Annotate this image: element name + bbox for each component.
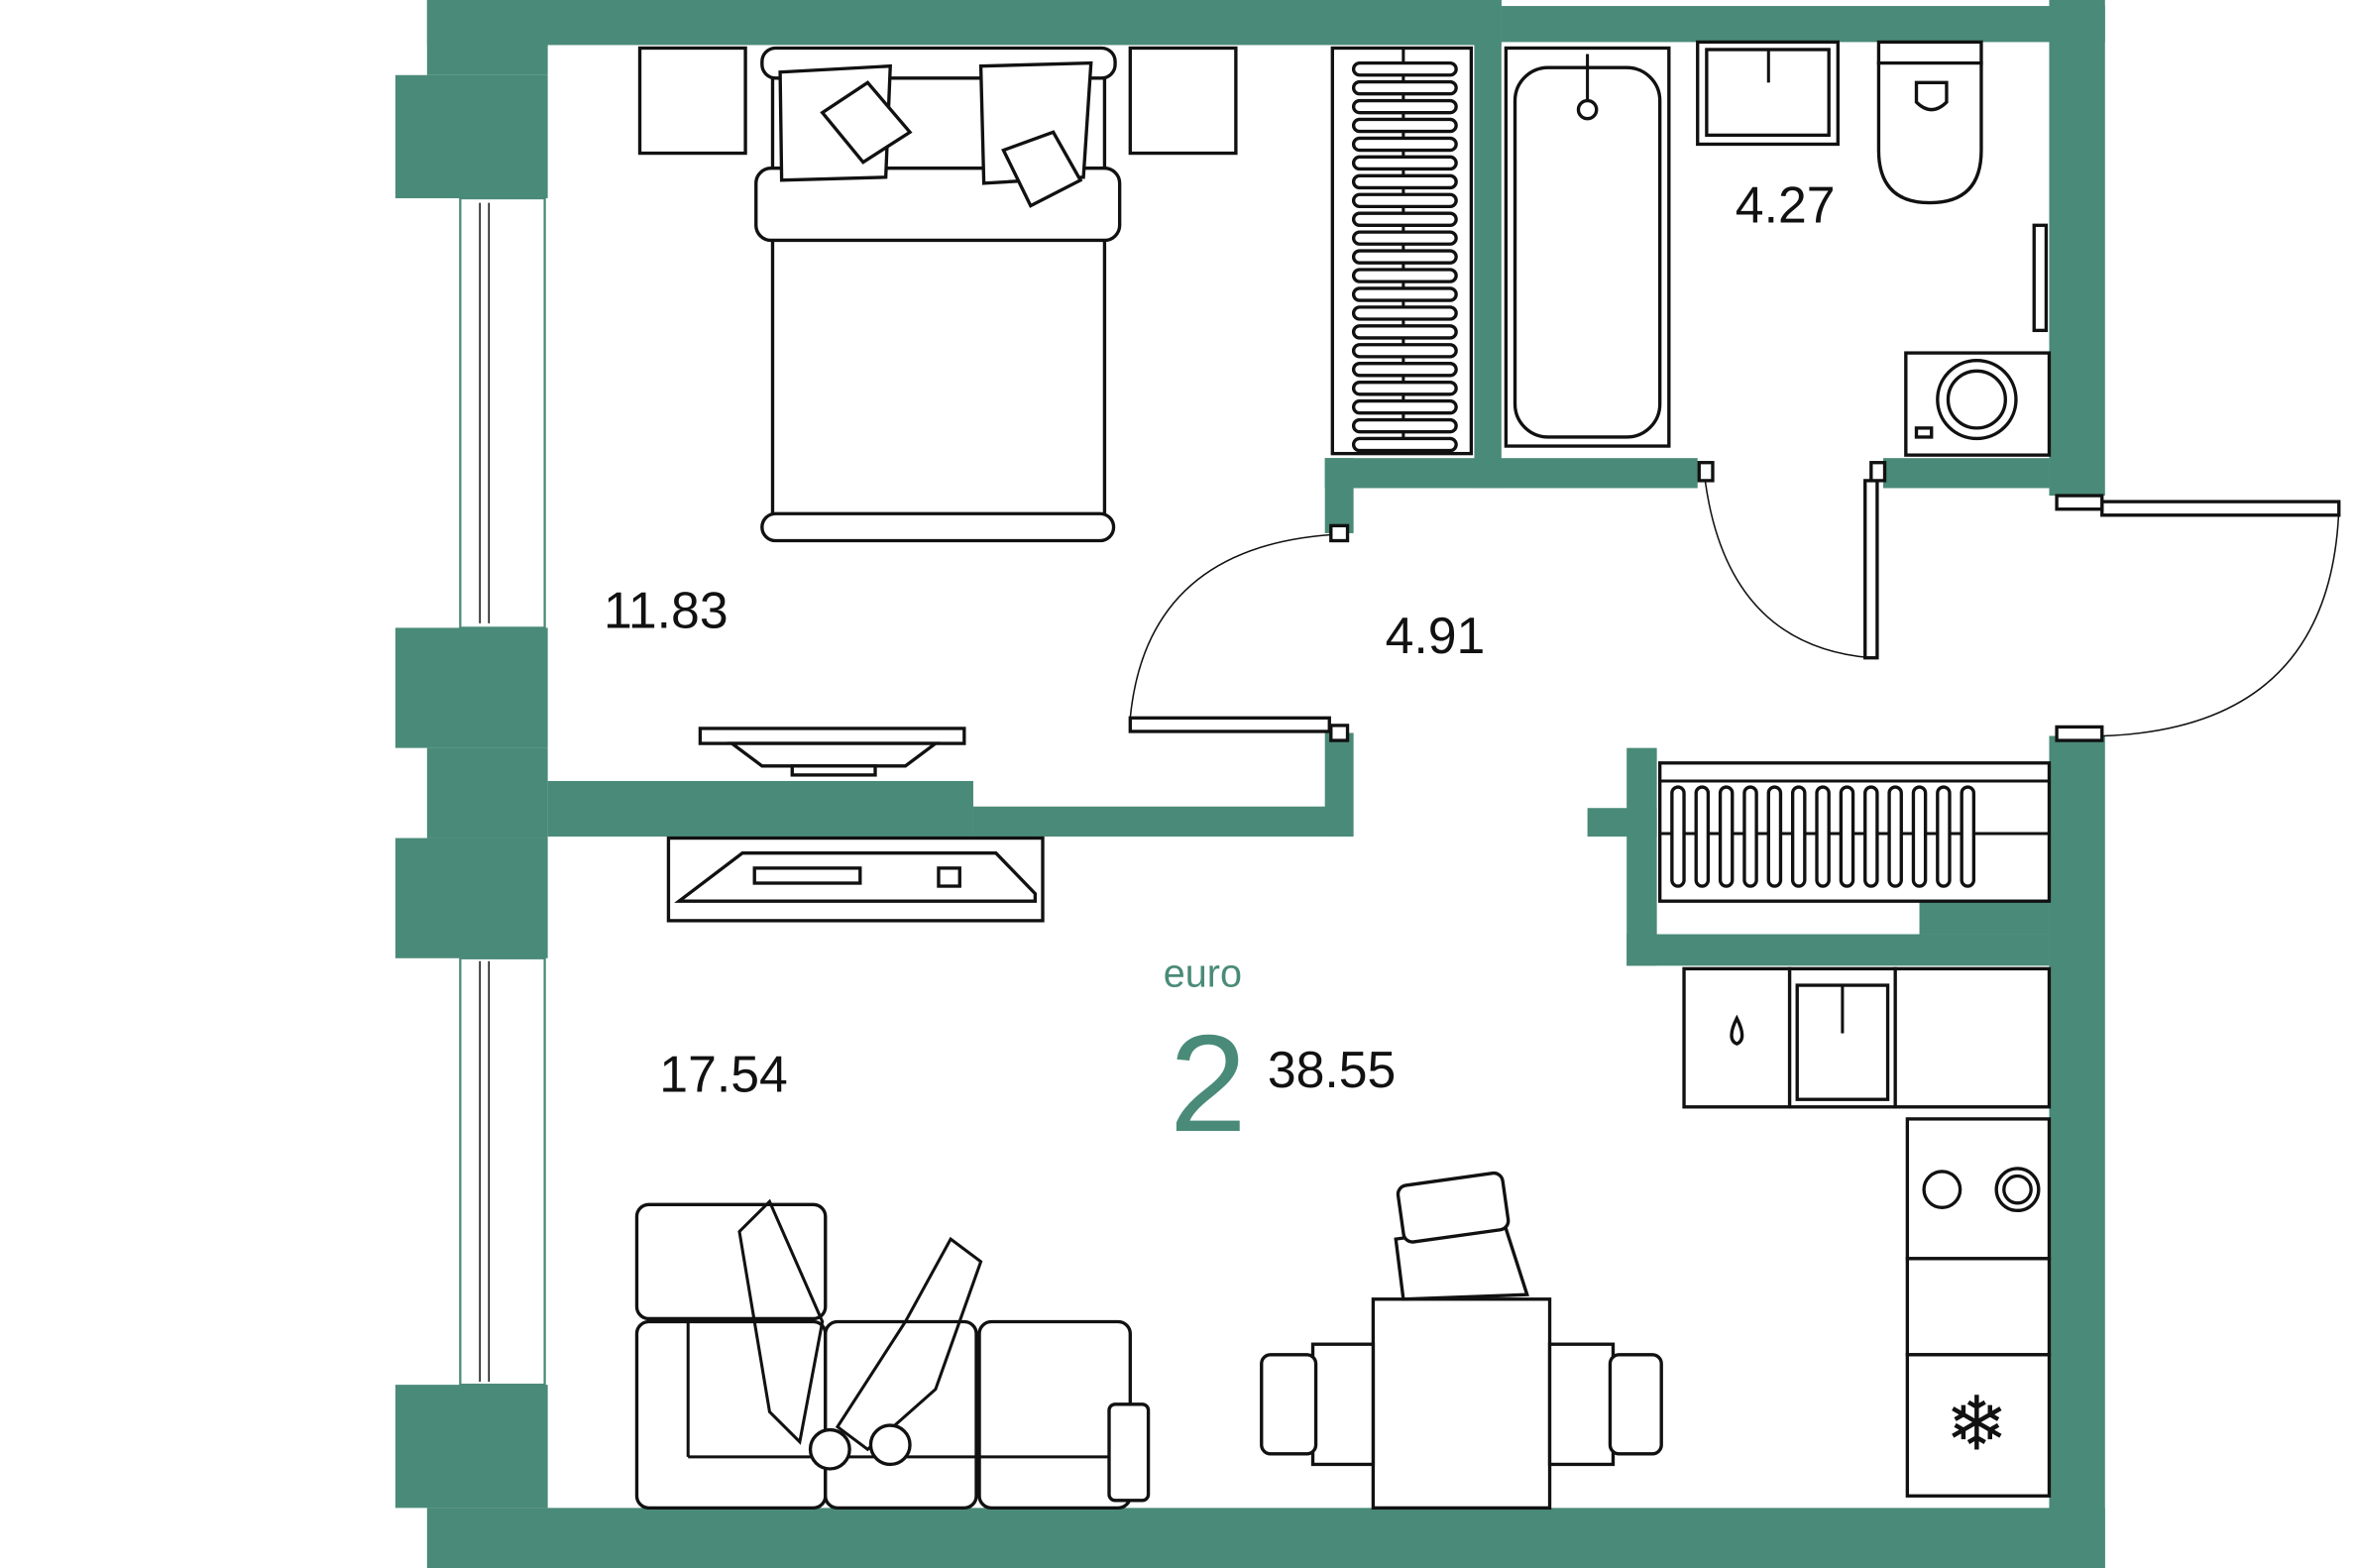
hanger — [1351, 155, 1458, 171]
room-area-hallway: 4.91 — [1386, 607, 1486, 664]
hanger — [1351, 60, 1458, 77]
hanger — [1351, 324, 1458, 340]
hanger — [1351, 173, 1458, 190]
hanger — [1351, 117, 1458, 134]
hanger — [1351, 79, 1458, 96]
room-area-bedroom: 11.83 — [604, 582, 729, 639]
hanger — [1351, 380, 1458, 396]
hanger — [1742, 785, 1758, 888]
sofa — [634, 1198, 1151, 1511]
hanger — [1351, 417, 1458, 434]
apartment-type-label: euro — [1164, 952, 1242, 996]
hanger — [1351, 436, 1458, 453]
hanger — [1839, 785, 1855, 888]
hanger — [1351, 98, 1458, 115]
hanger — [1960, 785, 1976, 888]
hanger — [1351, 362, 1458, 378]
wardrobe — [1330, 46, 1474, 456]
kitchen: ❄ — [1658, 761, 2052, 1498]
total-area: 38.55 — [1268, 1041, 1397, 1098]
rooms-count: 2 — [1170, 1006, 1247, 1161]
hanger — [1718, 785, 1735, 888]
windows — [459, 196, 546, 1387]
tv-stand-living — [666, 836, 1045, 923]
hanger — [1351, 192, 1458, 209]
hanger — [1351, 230, 1458, 246]
hanger — [1351, 286, 1458, 302]
hanger — [1911, 785, 1928, 888]
hanger — [1351, 305, 1458, 321]
hanger — [1351, 211, 1458, 227]
hanger — [1815, 785, 1831, 888]
tv-stand-bedroom — [698, 727, 966, 777]
hanger — [1351, 398, 1458, 415]
hanger — [1351, 343, 1458, 359]
hanger — [1351, 249, 1458, 265]
hanger — [1670, 785, 1686, 888]
room-area-bathroom: 4.27 — [1736, 175, 1836, 233]
bathroom-fixtures — [1504, 40, 2052, 457]
walls — [394, 0, 2105, 1568]
hanger — [1766, 785, 1783, 888]
hanger — [1351, 136, 1458, 153]
hanger — [1790, 785, 1807, 888]
hanger — [1863, 785, 1879, 888]
doors — [1128, 461, 2341, 742]
room-area-living: 17.54 — [659, 1046, 788, 1103]
hanger — [1936, 785, 1952, 888]
dining-table — [1260, 1171, 1663, 1511]
bed — [637, 46, 1238, 543]
hanger — [1694, 785, 1711, 888]
hanger — [1351, 268, 1458, 283]
hanger — [1887, 785, 1903, 888]
snowflake-icon: ❄ — [1945, 1380, 2008, 1467]
